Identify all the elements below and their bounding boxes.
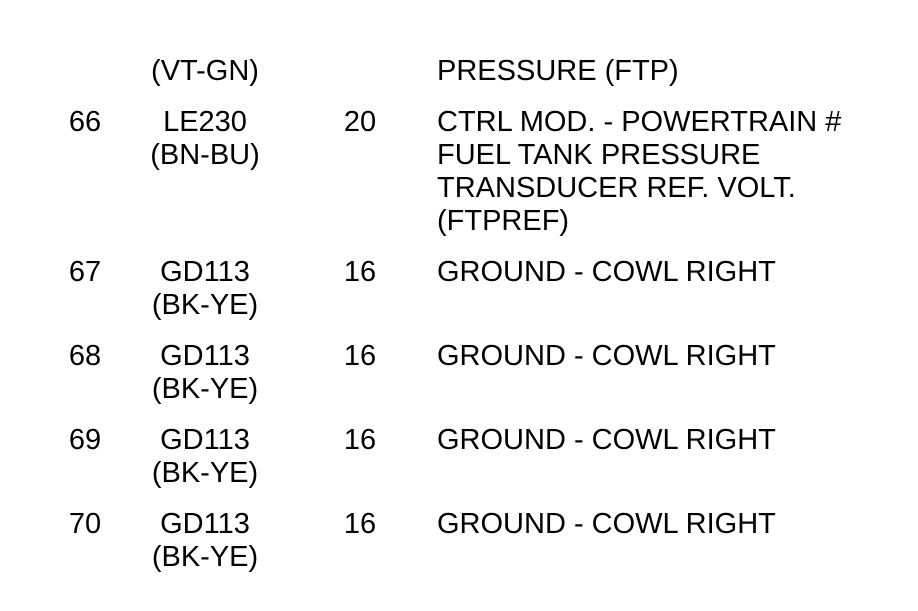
table-row: 66 LE230 (BN-BU) 20 CTRL MOD. - POWERTRA… bbox=[60, 106, 918, 238]
circuit-cell: GD113 (BK-YE) bbox=[110, 508, 300, 574]
description-line: (FTPREF) bbox=[437, 205, 570, 237]
circuit-color-line: (BK-YE) bbox=[151, 289, 259, 321]
description-cell: GROUND - COWL RIGHT bbox=[420, 508, 918, 541]
circuit-color-line: (VT-GN) bbox=[151, 55, 259, 87]
circuit-cell: LE230 (BN-BU) bbox=[110, 106, 300, 172]
circuit-code-line: LE230 bbox=[163, 106, 247, 138]
description-line: CTRL MOD. - POWERTRAIN # bbox=[437, 106, 842, 138]
description-cell: GROUND - COWL RIGHT bbox=[420, 424, 918, 457]
circuit-cell: GD113 (BK-YE) bbox=[110, 340, 300, 406]
description-cell: CTRL MOD. - POWERTRAIN # FUEL TANK PRESS… bbox=[420, 106, 918, 238]
gauge-cell: 16 bbox=[343, 508, 377, 540]
description-line: PRESSURE (FTP) bbox=[437, 55, 679, 87]
gauge-cell: 16 bbox=[343, 424, 377, 456]
pin-cell: 67 bbox=[68, 256, 102, 288]
circuit-code-line: GD113 bbox=[160, 508, 250, 540]
table-row: 67 GD113 (BK-YE) 16 GROUND - COWL RIGHT bbox=[60, 256, 918, 322]
description-line: GROUND - COWL RIGHT bbox=[437, 424, 776, 456]
description-cell: PRESSURE (FTP) bbox=[420, 55, 918, 88]
gauge-cell: 16 bbox=[343, 340, 377, 372]
circuit-color-line: (BK-YE) bbox=[151, 373, 259, 405]
circuit-cell: GD113 (BK-YE) bbox=[110, 256, 300, 322]
description-line: FUEL TANK PRESSURE bbox=[437, 139, 761, 171]
circuit-cell: GD113 (BK-YE) bbox=[110, 424, 300, 490]
circuit-code-line: GD113 bbox=[160, 256, 250, 288]
table-row: 69 GD113 (BK-YE) 16 GROUND - COWL RIGHT bbox=[60, 424, 918, 490]
circuit-color-line: (BN-BU) bbox=[150, 139, 260, 171]
description-cell: GROUND - COWL RIGHT bbox=[420, 340, 918, 373]
table-row: 68 GD113 (BK-YE) 16 GROUND - COWL RIGHT bbox=[60, 340, 918, 406]
description-line: TRANSDUCER REF. VOLT. bbox=[437, 172, 796, 204]
gauge-cell: 16 bbox=[343, 256, 377, 288]
circuit-color-line: (BK-YE) bbox=[151, 457, 259, 489]
circuit-code-line: GD113 bbox=[160, 340, 250, 372]
circuit-cell: (VT-GN) bbox=[110, 55, 300, 88]
table-row: 70 GD113 (BK-YE) 16 GROUND - COWL RIGHT bbox=[60, 508, 918, 574]
gauge-cell: 20 bbox=[343, 106, 377, 138]
circuit-code-line: GD113 bbox=[160, 424, 250, 456]
pin-cell: 68 bbox=[68, 340, 102, 372]
description-line: GROUND - COWL RIGHT bbox=[437, 256, 776, 288]
circuit-color-line: (BK-YE) bbox=[151, 541, 259, 573]
description-cell: GROUND - COWL RIGHT bbox=[420, 256, 918, 289]
pin-cell: 69 bbox=[68, 424, 102, 456]
pin-cell: 66 bbox=[68, 106, 102, 138]
description-line: GROUND - COWL RIGHT bbox=[437, 508, 776, 540]
table-row: (VT-GN) PRESSURE (FTP) bbox=[60, 55, 918, 88]
pin-cell: 70 bbox=[68, 508, 102, 540]
description-line: GROUND - COWL RIGHT bbox=[437, 340, 776, 372]
